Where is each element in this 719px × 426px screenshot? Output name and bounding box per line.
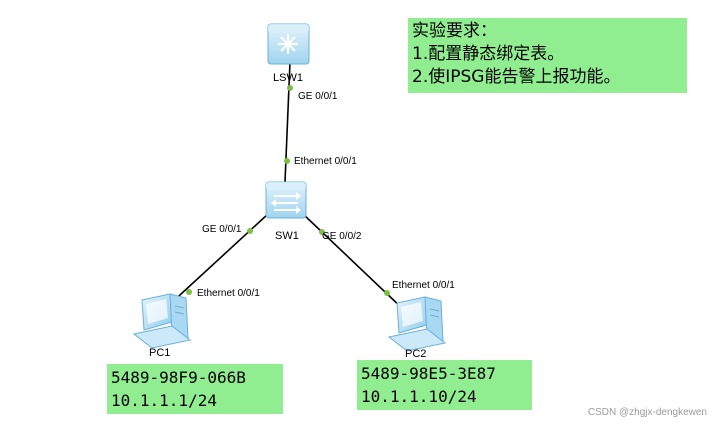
pc1-eth-port-label: Ethernet 0/0/1: [197, 288, 260, 299]
lsw1-ge-port-label: GE 0/0/1: [298, 91, 338, 102]
requirements-note: 实验要求： 1.配置静态绑定表。 2.使IPSG能告警上报功能。: [408, 18, 687, 93]
pc1-computer-icon[interactable]: [132, 293, 192, 349]
requirement-item-1: 1.配置静态绑定表。: [412, 44, 565, 64]
pc2-ip-address: 10.1.1.10/24: [361, 387, 477, 406]
port-dot-sw1-ge1: [247, 228, 253, 234]
pc1-info-note: 5489-98F9-066B 10.1.1.1/24: [107, 364, 283, 414]
watermark: CSDN @zhgjx-dengkewen: [587, 407, 707, 418]
port-dot-lsw1-ge: [287, 85, 293, 91]
lsw1-label: LSW1: [273, 72, 303, 84]
link-sw1-pc2: [302, 213, 405, 311]
port-dot-pc1-eth: [186, 289, 192, 295]
lsw1-switch-icon[interactable]: [267, 23, 310, 65]
sw1-switch-icon[interactable]: [265, 181, 307, 219]
pc2-computer-icon[interactable]: [387, 296, 447, 352]
port-dot-pc2-eth: [384, 290, 390, 296]
pc2-info-note: 5489-98E5-3E87 10.1.1.10/24: [357, 360, 532, 410]
pc1-label: PC1: [149, 347, 170, 359]
pc2-label: PC2: [405, 348, 426, 360]
requirements-title: 实验要求：: [412, 21, 497, 41]
sw1-ge2-port-label: GE 0/0/2: [322, 231, 362, 242]
pc2-mac-address: 5489-98E5-3E87: [361, 364, 496, 383]
sw1-eth-port-label: Ethernet 0/0/1: [294, 156, 357, 167]
sw1-ge1-port-label: GE 0/0/1: [202, 224, 242, 235]
port-dot-sw1-eth: [284, 158, 290, 164]
pc1-ip-address: 10.1.1.1/24: [111, 391, 217, 410]
pc2-eth-port-label: Ethernet 0/0/1: [392, 280, 455, 291]
port-dot-sw1-ge2: [319, 229, 325, 235]
pc1-mac-address: 5489-98F9-066B: [111, 368, 246, 387]
requirement-item-2: 2.使IPSG能告警上报功能。: [412, 67, 621, 87]
sw1-label: SW1: [275, 230, 299, 242]
